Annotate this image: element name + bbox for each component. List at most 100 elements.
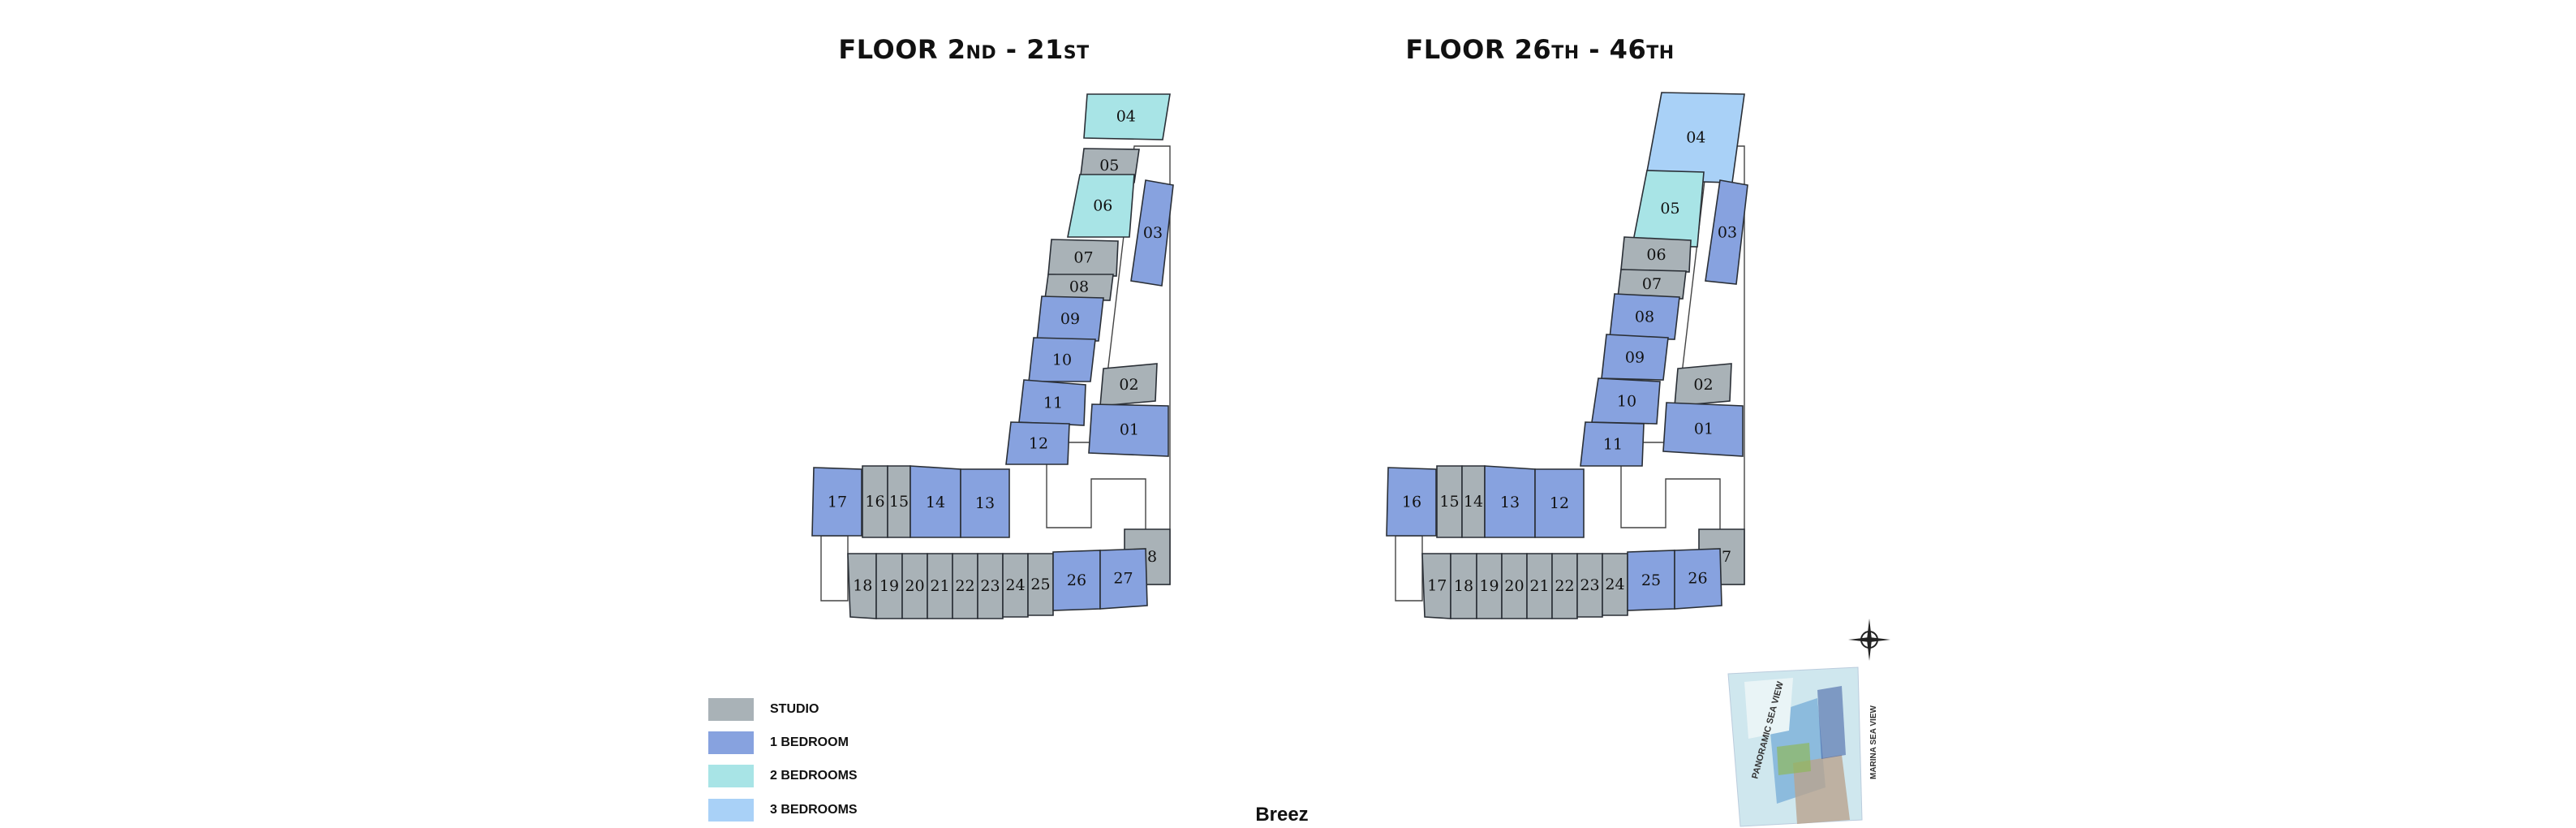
floor-left-unit-label-01: 01 <box>1120 421 1139 439</box>
floor-right-unit-label-08: 08 <box>1635 308 1654 326</box>
compass-icon <box>1848 619 1890 661</box>
floor-right-unit-label-01: 01 <box>1694 420 1714 438</box>
floor-left-unit-label-09: 09 <box>1060 310 1080 328</box>
floor-left-unit-label-08: 08 <box>1069 278 1089 296</box>
floor-right-unit-03[interactable] <box>1705 179 1748 285</box>
floor-right-unit-label-18: 18 <box>1454 577 1473 595</box>
floor-left-unit-label-11: 11 <box>1043 395 1063 412</box>
floor-right-unit-12[interactable] <box>1534 468 1585 538</box>
floor-left-unit-label-18: 18 <box>853 577 872 595</box>
floor-left-unit-label-20: 20 <box>905 577 924 595</box>
floor-left-unit-17[interactable] <box>811 467 862 537</box>
floor-right-unit-24[interactable] <box>1602 553 1628 616</box>
floor-right-unit-06[interactable] <box>1620 236 1692 273</box>
floor-left-unit-label-24: 24 <box>1005 576 1025 594</box>
floor-right-unit-02[interactable] <box>1674 363 1732 407</box>
legend-swatch-three-bedrooms <box>708 799 754 822</box>
legend-swatch-two-bedrooms <box>708 765 754 787</box>
floor-right-unit-label-25: 25 <box>1641 571 1661 589</box>
floor-left-unit-label-26: 26 <box>1067 571 1086 589</box>
floor-right-unit-26[interactable] <box>1674 548 1722 610</box>
legend-label: STUDIO <box>770 702 819 716</box>
floor-left-unit-10[interactable] <box>1028 337 1096 382</box>
floor-left-unit-label-04: 04 <box>1116 108 1136 126</box>
floor-left-unit-01[interactable] <box>1088 403 1169 457</box>
floor-left-unit-27[interactable] <box>1099 548 1148 610</box>
floor-right-unit-22[interactable] <box>1551 553 1578 619</box>
floor-left-unit-09[interactable] <box>1036 295 1104 342</box>
floor-left-unit-label-27: 27 <box>1113 570 1133 588</box>
floor-left-unit-label-14: 14 <box>926 494 945 511</box>
legend-two-bedrooms: 2 BEDROOMS <box>708 765 858 787</box>
floor-right-unit-label-26: 26 <box>1688 570 1707 588</box>
floor-left-unit-label-06: 06 <box>1093 197 1112 215</box>
site-map-label-marina: MARINA SEA VIEW <box>1869 705 1878 779</box>
floor-right-unit-16[interactable] <box>1386 467 1437 537</box>
floor-left-unit-label-02: 02 <box>1119 376 1138 394</box>
floor-left-unit-label-05: 05 <box>1099 157 1119 175</box>
floor-right-unit-label-24: 24 <box>1605 576 1624 593</box>
floor-right-unit-label-19: 19 <box>1479 577 1499 595</box>
floor-right-unit-label-15: 15 <box>1439 493 1459 511</box>
floor-right-title: FLOOR 26TH - 46TH <box>1405 34 1675 65</box>
floor-left-unit-13[interactable] <box>960 468 1010 538</box>
floor-right-unit-label-06: 06 <box>1646 246 1666 264</box>
floor-left-unit-24[interactable] <box>1002 553 1029 618</box>
floor-left-unit-label-17: 17 <box>828 494 847 511</box>
floor-right-unit-08[interactable] <box>1609 293 1680 340</box>
floor-left-unit-12[interactable] <box>1005 421 1070 465</box>
floor-right-unit-label-05: 05 <box>1660 200 1679 218</box>
floor-right-unit-23[interactable] <box>1576 553 1603 618</box>
floor-right-unit-label-11: 11 <box>1603 436 1623 454</box>
floor-right-unit-label-14: 14 <box>1464 493 1483 511</box>
floor-right-unit-07[interactable] <box>1617 269 1687 300</box>
floor-right-unit-label-04: 04 <box>1686 128 1705 146</box>
floor-left-unit-02[interactable] <box>1099 363 1158 407</box>
legend-label: 3 BEDROOMS <box>770 803 858 817</box>
floor-right-unit-label-07: 07 <box>1642 275 1662 293</box>
floor-right-unit-label-12: 12 <box>1550 494 1569 512</box>
floor-left-unit-04[interactable] <box>1083 93 1171 140</box>
floor-right-unit-01[interactable] <box>1662 402 1744 457</box>
floor-left-unit-25[interactable] <box>1027 553 1054 616</box>
floor-left-unit-label-25: 25 <box>1030 576 1050 593</box>
floor-right-unit-11[interactable] <box>1580 421 1645 467</box>
floor-left-unit-label-10: 10 <box>1052 351 1072 369</box>
floor-left-unit-label-23: 23 <box>980 577 1000 595</box>
floor-right-unit-label-13: 13 <box>1500 494 1520 511</box>
floor-right-unit-label-16: 16 <box>1402 494 1421 511</box>
floor-left-unit-label-21: 21 <box>930 577 949 595</box>
floor-left-unit-label-07: 07 <box>1073 249 1093 267</box>
floor-left-unit-08[interactable] <box>1044 274 1114 301</box>
floor-left-title: FLOOR 2ND - 21ST <box>838 34 1090 65</box>
floor-left-unit-03[interactable] <box>1130 179 1174 287</box>
floor-right-unit-label-10: 10 <box>1617 393 1636 411</box>
floor-left-unit-label-03: 03 <box>1143 224 1163 242</box>
floor-left-unit-07[interactable] <box>1047 239 1119 277</box>
legend-label: 1 BEDROOM <box>770 735 849 749</box>
floor-right-unit-09[interactable] <box>1601 334 1669 381</box>
floor-left-unit-11[interactable] <box>1018 379 1086 426</box>
floor-right-unit-label-22: 22 <box>1555 577 1574 595</box>
legend-swatch-studio <box>708 698 754 721</box>
floor-left-unit-label-16: 16 <box>865 493 884 511</box>
courtyard-right <box>1395 535 1423 602</box>
floor-right-unit-10[interactable] <box>1591 377 1661 425</box>
floor-right-unit-label-20: 20 <box>1504 577 1524 595</box>
legend-one-bedroom: 1 BEDROOM <box>708 731 849 754</box>
floor-right-unit-05[interactable] <box>1632 170 1705 248</box>
floor-left-unit-23[interactable] <box>977 553 1004 619</box>
floor-right-unit-label-23: 23 <box>1580 576 1599 594</box>
floor-left-unit-06[interactable] <box>1067 174 1135 238</box>
floor-left-unit-label-22: 22 <box>955 577 974 595</box>
legend-studio: STUDIO <box>708 698 819 721</box>
floor-right-unit-label-21: 21 <box>1529 577 1549 595</box>
floor-right-unit-label-03: 03 <box>1718 224 1737 242</box>
floor-right-unit-label-09: 09 <box>1625 349 1645 367</box>
floor-left-unit-label-15: 15 <box>889 493 909 511</box>
floor-left-unit-label-19: 19 <box>879 577 899 595</box>
floor-right-unit-label-17: 17 <box>1427 577 1447 595</box>
